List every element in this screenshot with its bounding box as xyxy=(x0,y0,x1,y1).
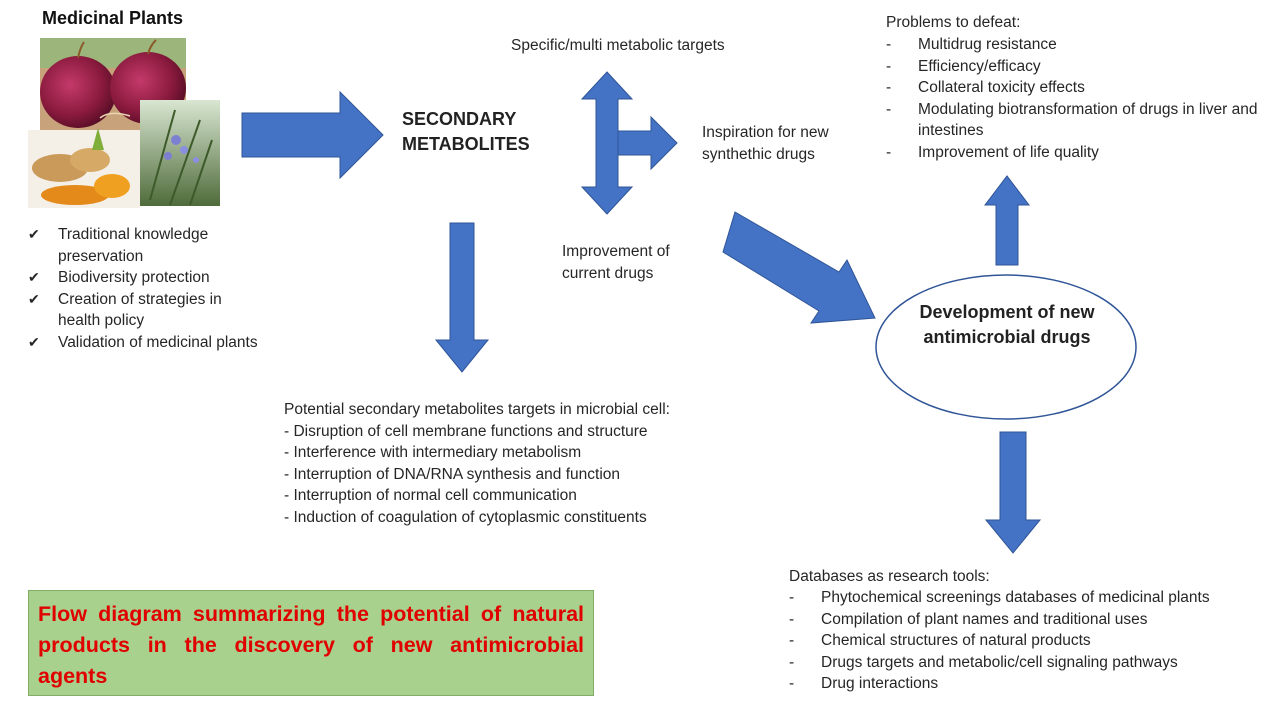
arrow-development-to-problems xyxy=(983,175,1031,266)
problems-list: -Multidrug resistance -Efficiency/effica… xyxy=(886,34,1263,163)
arrow-branch-right xyxy=(617,115,678,171)
inspiration-label: Inspiration for new synthethic drugs xyxy=(702,124,829,163)
list-item: - Induction of coagulation of cytoplasmi… xyxy=(284,508,647,526)
list-item: -Efficiency/efficacy xyxy=(886,57,1041,75)
list-item: - Interruption of DNA/RNA synthesis and … xyxy=(284,465,620,483)
secondary-metabolites-label: SECONDARY METABOLITES xyxy=(402,109,530,154)
ginger-turmeric-photo xyxy=(28,128,140,208)
list-item: -Modulating biotransformation of drugs i… xyxy=(886,100,1258,140)
list-item: ✔Biodiversity protection xyxy=(28,267,258,289)
arrow-metabolites-to-targets xyxy=(434,222,490,373)
development-label: Development of new antimicrobial drugs xyxy=(919,302,1095,347)
check-icon: ✔ xyxy=(28,290,40,307)
targets-block: Potential secondary metabolites targets … xyxy=(284,399,744,528)
list-item: ✔Validation of medicinal plants xyxy=(28,332,258,354)
list-item: -Improvement of life quality xyxy=(886,143,1099,161)
caption-box: Flow diagram summarizing the potential o… xyxy=(28,590,594,696)
list-item: -Compilation of plant names and traditio… xyxy=(789,610,1148,628)
check-icon: ✔ xyxy=(28,269,40,285)
rosemary-photo xyxy=(140,100,220,206)
specific-targets-label: Specific/multi metabolic targets xyxy=(511,37,725,54)
list-item: - Interference with intermediary metabol… xyxy=(284,444,582,461)
check-icon: ✔ xyxy=(28,226,40,242)
list-item: ✔Traditional knowledge preservation xyxy=(28,226,209,265)
plant-benefits-list: ✔Traditional knowledge preservation ✔Bio… xyxy=(28,224,258,354)
arrow-plants-to-metabolites xyxy=(241,90,384,180)
list-item: -Multidrug resistance xyxy=(886,36,1057,53)
list-item: -Chemical structures of natural products xyxy=(789,632,1091,649)
databases-list: -Phytochemical screenings databases of m… xyxy=(789,587,1241,695)
arrow-development-to-databases xyxy=(984,431,1042,554)
arrow-double-vertical xyxy=(580,71,634,215)
arrow-diagonal-to-development xyxy=(722,211,876,324)
list-item: - Disruption of cell membrane functions … xyxy=(284,422,648,440)
targets-heading: Potential secondary metabolites targets … xyxy=(284,401,670,418)
list-item: -Phytochemical screenings databases of m… xyxy=(789,589,1210,606)
list-item: -Collateral toxicity effects xyxy=(886,79,1085,96)
list-item: - Interruption of normal cell communicat… xyxy=(284,487,577,504)
list-item: -Drugs targets and metabolic/cell signal… xyxy=(789,653,1178,671)
development-ellipse xyxy=(875,274,1137,420)
list-item: ✔Creation of strategies in health policy xyxy=(28,290,222,330)
list-item: -Drug interactions xyxy=(789,675,939,692)
databases-heading: Databases as research tools: xyxy=(789,568,990,585)
problems-heading: Problems to defeat: xyxy=(886,14,1021,31)
improvement-label: Improvement of current drugs xyxy=(562,243,670,282)
check-icon: ✔ xyxy=(28,333,40,350)
medicinal-plants-title: Medicinal Plants xyxy=(42,8,184,28)
